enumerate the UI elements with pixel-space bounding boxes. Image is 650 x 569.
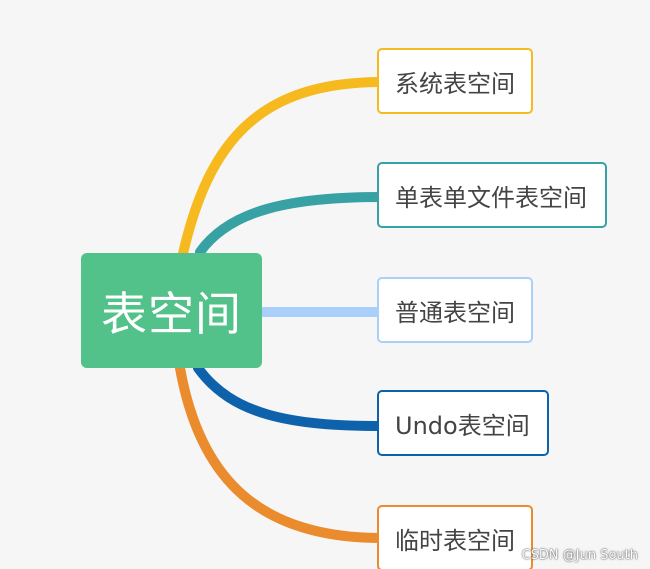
node-undo-tablespace[interactable]: Undo表空间 (377, 390, 549, 456)
node-label: 临时表空间 (395, 526, 515, 555)
branch-line-undo-tablespace (193, 363, 387, 431)
branch-line-file-per-table-tablespace (195, 192, 387, 257)
branch-line-system-tablespace (177, 77, 387, 263)
node-label: Undo表空间 (395, 411, 530, 440)
branch-line-temporary-tablespace (175, 363, 387, 543)
root-node-tablespace[interactable]: 表空间 (81, 253, 262, 368)
node-label: 普通表空间 (395, 298, 515, 327)
watermark: CSDN @Jun South (521, 548, 638, 563)
node-label: 单表单文件表空间 (395, 183, 587, 212)
root-node-label: 表空间 (101, 286, 242, 341)
node-temporary-tablespace[interactable]: 临时表空间 (377, 505, 533, 569)
node-general-tablespace[interactable]: 普通表空间 (377, 277, 533, 343)
node-system-tablespace[interactable]: 系统表空间 (377, 48, 533, 114)
node-label: 系统表空间 (395, 69, 515, 98)
node-file-per-table-tablespace[interactable]: 单表单文件表空间 (377, 162, 607, 228)
